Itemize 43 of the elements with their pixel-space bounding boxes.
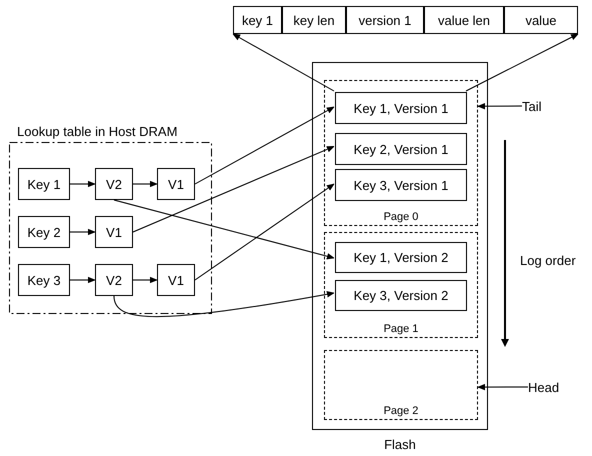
log-entry-box: Key 1, Version 1: [335, 92, 467, 124]
page-frame: [324, 232, 478, 338]
group-title: Page 1: [382, 323, 420, 335]
key-box: Key 1: [18, 168, 70, 200]
page-frame: [324, 350, 478, 420]
arrow: [194, 184, 334, 280]
group-title: Page 2: [382, 405, 420, 417]
arrow: [478, 103, 522, 110]
version-box: V1: [95, 216, 133, 248]
version-box: V2: [95, 168, 133, 200]
axis-label: Log order: [520, 253, 576, 268]
arrow: [478, 384, 528, 390]
version-box: V1: [157, 264, 195, 296]
arrow: [194, 106, 334, 184]
pointer-label: Tail: [522, 96, 554, 116]
curved-arrow: [114, 291, 334, 318]
arrow: [114, 200, 334, 260]
key-box: Key 2: [18, 216, 70, 248]
arrow: [232, 34, 334, 92]
log-entry-box: Key 3, Version 1: [335, 169, 467, 201]
arrow: [70, 180, 96, 188]
arrow: [132, 276, 158, 284]
version-box: V2: [95, 264, 133, 296]
record-field: value len: [424, 6, 504, 34]
version-box: V1: [157, 168, 195, 200]
arrow: [70, 276, 96, 284]
arrow: [132, 180, 158, 188]
key-box: Key 3: [18, 264, 70, 296]
pointer-label: Head: [528, 377, 568, 397]
log-entry-box: Key 1, Version 2: [335, 242, 467, 273]
arrow: [132, 146, 334, 232]
arrow: [70, 228, 96, 236]
record-field: version 1: [346, 6, 424, 34]
log-entry-box: Key 2, Version 1: [335, 133, 467, 165]
group-title: Lookup table in Host DRAM: [17, 124, 178, 139]
group-title: Page 0: [382, 211, 420, 223]
group-title: Flash: [383, 437, 417, 452]
page-frame: [324, 80, 478, 226]
record-field: key len: [282, 6, 346, 34]
log-entry-box: Key 3, Version 2: [335, 280, 467, 311]
record-field: value: [504, 6, 578, 34]
arrow: [466, 34, 578, 92]
record-field: key 1: [233, 6, 282, 34]
